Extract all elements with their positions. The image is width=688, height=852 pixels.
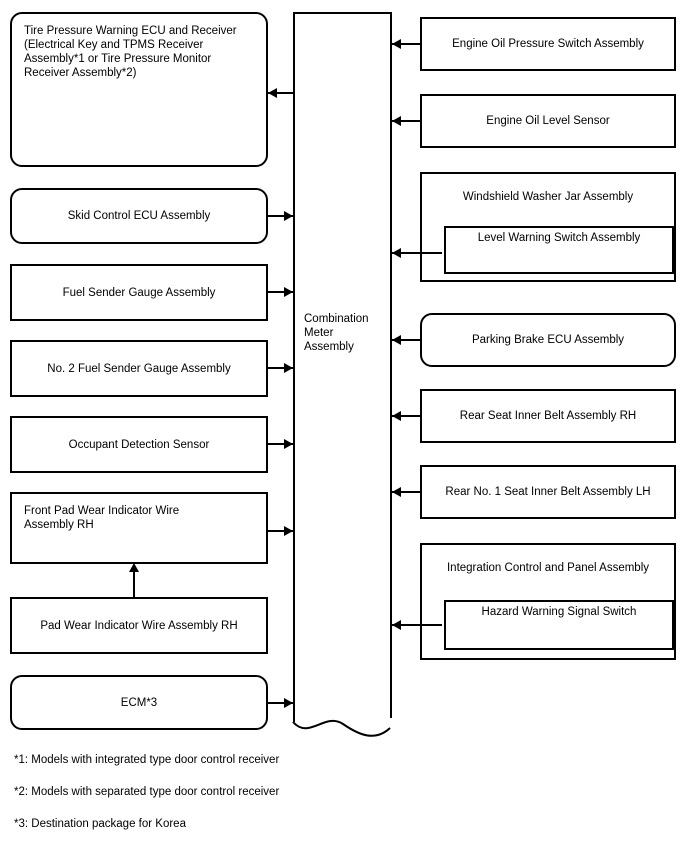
footnote-3: *3: Destination package for Korea (14, 818, 186, 830)
connector-pad-wear-to-front-pad-wear (133, 570, 135, 597)
node-label: Level Warning Switch Assembly (477, 232, 641, 244)
node-label: Skid Control ECU Assembly (67, 210, 211, 222)
node-engine-oil-pressure-switch-assembly[interactable]: Engine Oil Pressure Switch Assembly (420, 17, 676, 71)
connector-occupant-detection-sensor-to-meter (268, 443, 293, 445)
node-label: Engine Oil Pressure Switch Assembly (452, 38, 644, 50)
node-label: Parking Brake ECU Assembly (471, 334, 625, 346)
node-pad-wear-indicator-wire-assembly-rh[interactable]: Pad Wear Indicator Wire Assembly RH (10, 597, 268, 654)
node-label: ECM*3 (120, 696, 158, 709)
arrowhead-meter-from-parking-brake-ecu (392, 335, 401, 345)
node-label: Fuel Sender Gauge Assembly (62, 286, 216, 299)
connector-engine-oil-level-sensor-to-meter (392, 120, 420, 122)
arrowhead-meter-from-fuel-sender-gauge (284, 287, 293, 297)
meter-top-border (293, 12, 392, 14)
node-label: Rear No. 1 Seat Inner Belt Assembly LH (445, 486, 651, 498)
node-label: Hazard Warning Signal Switch (481, 606, 637, 618)
node-engine-oil-level-sensor[interactable]: Engine Oil Level Sensor (420, 94, 676, 148)
footnote-1: *1: Models with integrated type door con… (14, 754, 280, 766)
node-combination-meter-assembly[interactable]: Combination Meter Assembly (292, 12, 392, 737)
arrowhead-meter-from-level-warning-switch (392, 248, 401, 258)
connector-parking-brake-ecu-to-meter (392, 339, 420, 341)
node-label: No. 2 Fuel Sender Gauge Assembly (47, 362, 231, 375)
arrowhead-meter-from-hazard-warning-signal-switch (392, 620, 401, 630)
connector-hazard-warning-signal-switch-to-meter (392, 624, 442, 626)
node-hazard-warning-signal-switch[interactable]: Hazard Warning Signal Switch (444, 600, 674, 650)
arrowhead-meter-from-front-pad-wear (284, 526, 293, 536)
meter-right-border (390, 12, 392, 718)
node-no-2-fuel-sender-gauge-assembly[interactable]: No. 2 Fuel Sender Gauge Assembly (10, 340, 268, 397)
node-rear-seat-inner-belt-assembly-rh[interactable]: Rear Seat Inner Belt Assembly RH (420, 389, 676, 443)
node-ecm[interactable]: ECM*3 (10, 675, 268, 730)
connector-level-warning-switch-to-meter (392, 252, 442, 254)
footnote-2: *2: Models with separated type door cont… (14, 786, 280, 798)
node-label: Occupant Detection Sensor (68, 438, 210, 451)
node-label: Tire Pressure Warning ECU and Receiver (… (24, 25, 237, 79)
node-integration-control-and-panel-assembly[interactable]: Integration Control and Panel Assembly H… (420, 543, 676, 660)
node-rear-no-1-seat-inner-belt-assembly-lh[interactable]: Rear No. 1 Seat Inner Belt Assembly LH (420, 465, 676, 519)
node-windshield-washer-jar-assembly[interactable]: Windshield Washer Jar Assembly Level War… (420, 172, 676, 282)
node-label: Front Pad Wear Indicator Wire Assembly R… (24, 505, 180, 531)
connector-fuel-sender-gauge-to-meter (268, 291, 293, 293)
arrowhead-meter-from-no-2-fuel-sender-gauge (284, 363, 293, 373)
node-occupant-detection-sensor[interactable]: Occupant Detection Sensor (10, 416, 268, 473)
arrowhead-meter-from-ecm (284, 698, 293, 708)
connector-ecm-to-meter (268, 702, 293, 704)
connector-meter-to-tire-pressure-warning-ecu (268, 92, 293, 94)
connector-no-2-fuel-sender-gauge-to-meter (268, 367, 293, 369)
arrowhead-meter-from-occupant-detection-sensor (284, 439, 293, 449)
connector-front-pad-wear-to-meter (268, 530, 293, 532)
node-level-warning-switch-assembly[interactable]: Level Warning Switch Assembly (444, 226, 674, 274)
node-fuel-sender-gauge-assembly[interactable]: Fuel Sender Gauge Assembly (10, 264, 268, 321)
combination-meter-label: Combination Meter Assembly (304, 313, 369, 353)
node-skid-control-ecu-assembly[interactable]: Skid Control ECU Assembly (10, 188, 268, 244)
arrowhead-meter-from-rear-seat-inner-belt-rh (392, 411, 401, 421)
node-label: Windshield Washer Jar Assembly (462, 191, 634, 203)
node-label: Engine Oil Level Sensor (486, 115, 610, 127)
arrowhead-front-pad-wear-from-pad-wear (129, 563, 139, 572)
connector-skid-control-ecu-to-meter (268, 215, 293, 217)
arrowhead-meter-from-engine-oil-pressure-switch (392, 39, 401, 49)
arrowhead-tire-pressure-warning-ecu (268, 88, 277, 98)
node-parking-brake-ecu-assembly[interactable]: Parking Brake ECU Assembly (420, 313, 676, 367)
node-tire-pressure-warning-ecu[interactable]: Tire Pressure Warning ECU and Receiver (… (10, 12, 268, 167)
connector-rear-seat-inner-belt-rh-to-meter (392, 415, 420, 417)
arrowhead-meter-from-skid-control-ecu (284, 211, 293, 221)
meter-left-border (293, 12, 295, 722)
node-label: Rear Seat Inner Belt Assembly RH (459, 410, 637, 422)
connector-rear-no-1-seat-inner-belt-lh-to-meter (392, 491, 420, 493)
arrowhead-meter-from-rear-no-1-seat-inner-belt-lh (392, 487, 401, 497)
node-label: Pad Wear Indicator Wire Assembly RH (40, 619, 238, 632)
arrowhead-meter-from-engine-oil-level-sensor (392, 116, 401, 126)
node-front-pad-wear-indicator-wire-assembly-rh[interactable]: Front Pad Wear Indicator Wire Assembly R… (10, 492, 268, 564)
node-label: Integration Control and Panel Assembly (446, 562, 649, 574)
meter-break-line (292, 719, 391, 737)
connector-engine-oil-pressure-switch-to-meter (392, 43, 420, 45)
